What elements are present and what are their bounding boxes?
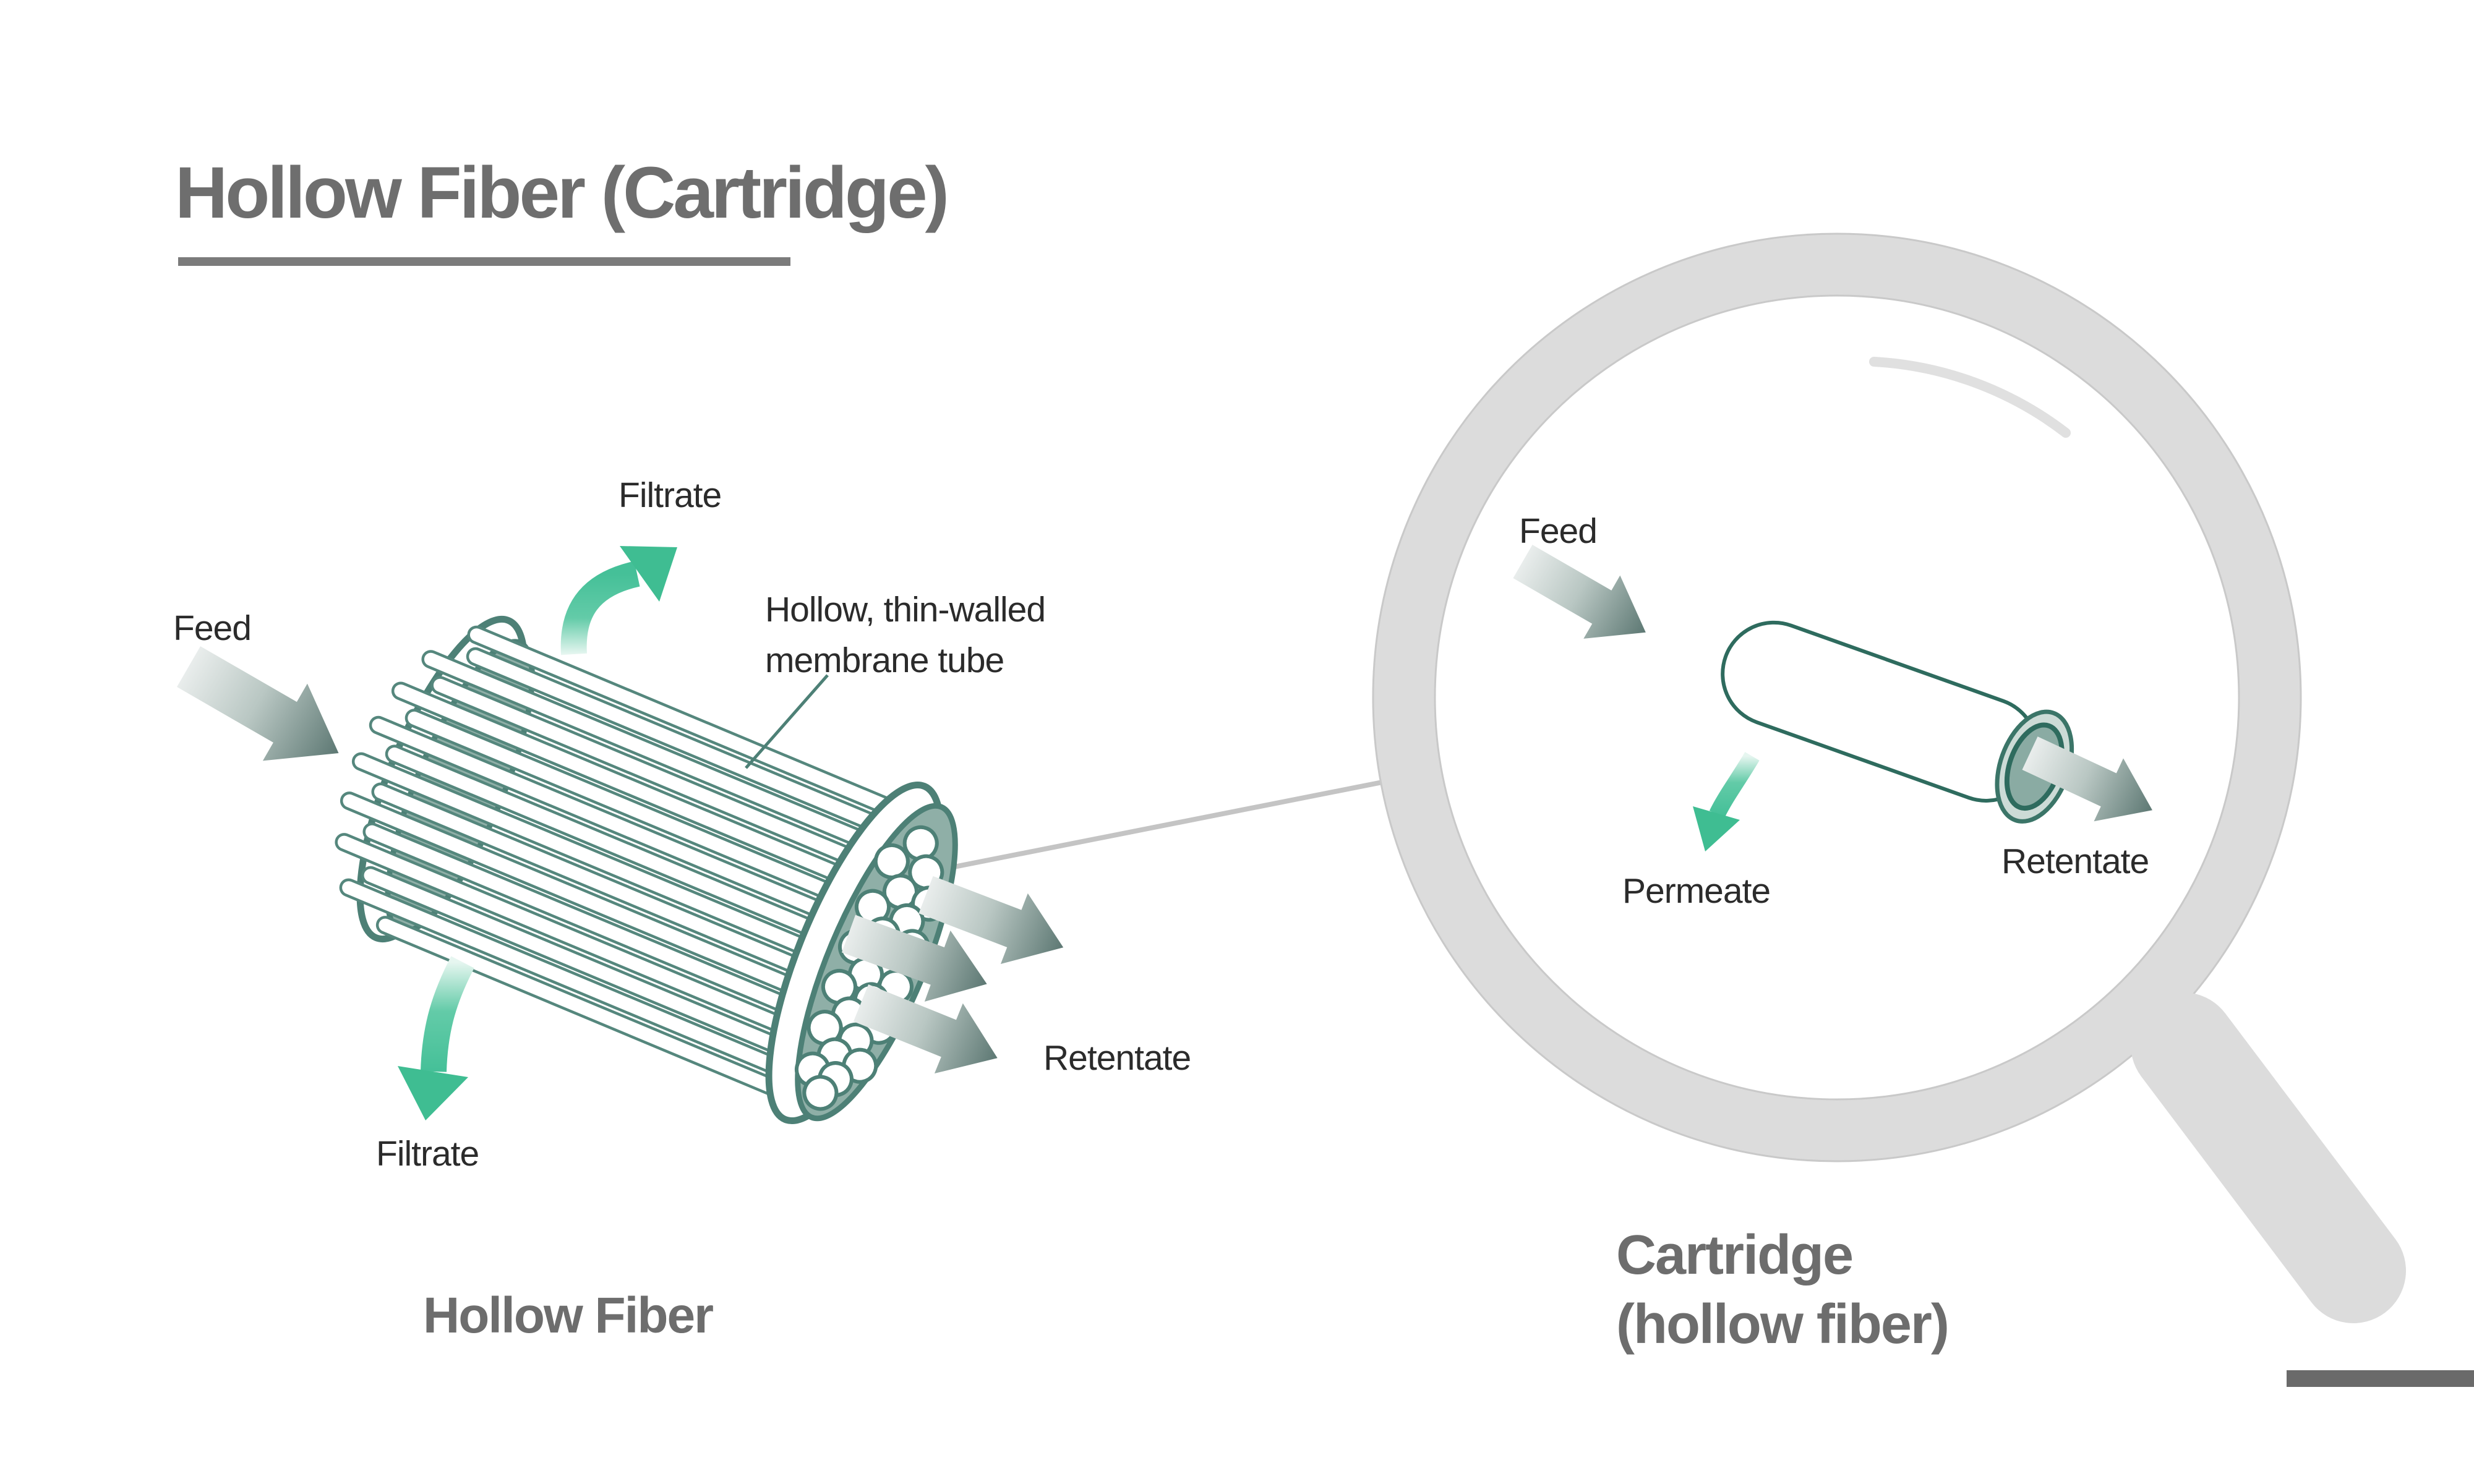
glass-glare-arc [1869, 357, 2071, 438]
membrane-label-line2: membrane tube [765, 641, 1004, 680]
filtrate-up-arrow-icon [560, 546, 677, 655]
filtrate-down-arrow-icon [398, 956, 474, 1120]
membrane-leader-line [745, 674, 829, 769]
footer-bar [2287, 1370, 2474, 1387]
magnifier-handle [2131, 992, 2406, 1323]
magnifier-view: Feed Permeate Retentate Cartridge (hollo… [1372, 232, 2406, 1355]
filtrate-top-label: Filtrate [618, 475, 721, 515]
permeate-arrow-icon [1693, 752, 1760, 851]
retentate-arrows-icon [841, 876, 1064, 1074]
cartridge-caption-line1: Cartridge [1616, 1224, 1852, 1286]
title-underline [178, 257, 790, 266]
zoom-connector-line [925, 778, 1389, 875]
feed-label: Feed [173, 608, 251, 648]
filtrate-bottom-label: Filtrate [376, 1134, 479, 1174]
fiber-tube-bundle [335, 625, 907, 1100]
magnifier-feed-arrow-icon [1513, 545, 1646, 639]
hollow-fiber-device: Filtrate Feed Hollow, thin-walled membra… [173, 475, 1191, 1344]
feed-arrow-icon [177, 646, 339, 761]
magnifier-glass-outer-edge [1372, 232, 2302, 1162]
retentate-label: Retentate [1043, 1038, 1191, 1078]
membrane-label-line1: Hollow, thin-walled [765, 590, 1045, 629]
cartridge-caption-line2: (hollow fiber) [1616, 1294, 1948, 1355]
magnifier-feed-label: Feed [1519, 511, 1597, 551]
magnifier-glass-inner-edge [1434, 294, 2240, 1101]
magnifier-retentate-label: Retentate [2001, 842, 2149, 881]
magnifier-retentate-arrow-icon [2022, 736, 2152, 822]
page-title: Hollow Fiber (Cartridge) [175, 152, 947, 234]
permeate-label: Permeate [1622, 871, 1770, 911]
hollow-fiber-caption: Hollow Fiber [423, 1287, 713, 1344]
